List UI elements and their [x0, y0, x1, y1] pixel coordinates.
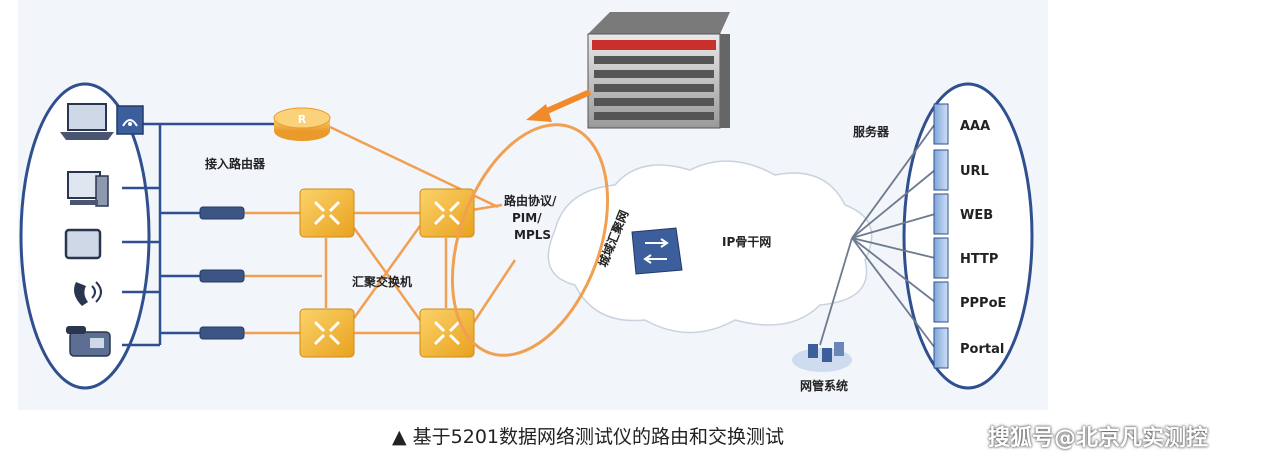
modem-icon [199, 206, 245, 340]
phone-icon [74, 281, 102, 306]
test-arrow-icon [526, 89, 592, 122]
aggregation-switch-label: 汇聚交换机 [352, 274, 412, 289]
watermark: 搜狐号@北京凡实测控 [988, 426, 1209, 451]
routing-protocol-label-3: MPLS [514, 228, 551, 242]
test-chassis-icon [587, 12, 730, 129]
server-links [819, 123, 936, 349]
laptop-icon [60, 103, 114, 140]
access-router-icon: R [273, 107, 331, 141]
ip-backbone-label: IP骨干网 [722, 235, 771, 249]
svg-text:R: R [298, 113, 307, 126]
routing-protocol-label-2: PIM/ [512, 211, 542, 225]
server-label-portal: Portal [960, 342, 1004, 357]
nms-label: 网管系统 [800, 378, 848, 393]
server-icon [933, 103, 949, 369]
access-links [122, 122, 275, 347]
core-links [244, 125, 517, 335]
server-label-aaa: AAA [960, 119, 990, 134]
access-router-label: 接入路由器 [205, 156, 266, 171]
wireless-ap-icon [116, 105, 144, 135]
server-label-pppoe: PPPoE [960, 296, 1006, 311]
desk-phone-icon [66, 326, 111, 357]
routing-protocol-label-1: 路由协议/ [504, 193, 557, 208]
desktop-pc-icon [67, 171, 109, 207]
server-label-web: WEB [960, 208, 993, 223]
routing-domain-ellipse [450, 123, 610, 357]
servers-label: 服务器 [853, 124, 890, 139]
server-label-url: URL [960, 164, 989, 179]
backbone-cloud [547, 160, 873, 334]
network-management-icon [792, 342, 852, 372]
network-diagram: R 接入路由器 汇聚交换机 城域汇聚网 IP骨干网 路由协议/ PIM/ MPL… [19, 12, 1034, 393]
server-label-http: HTTP [960, 252, 998, 267]
metro-router-icon [631, 227, 683, 275]
figure-caption: ▲ 基于5201数据网络测试仪的路由和交换测试 [392, 426, 785, 448]
tv-monitor-icon [64, 228, 102, 260]
